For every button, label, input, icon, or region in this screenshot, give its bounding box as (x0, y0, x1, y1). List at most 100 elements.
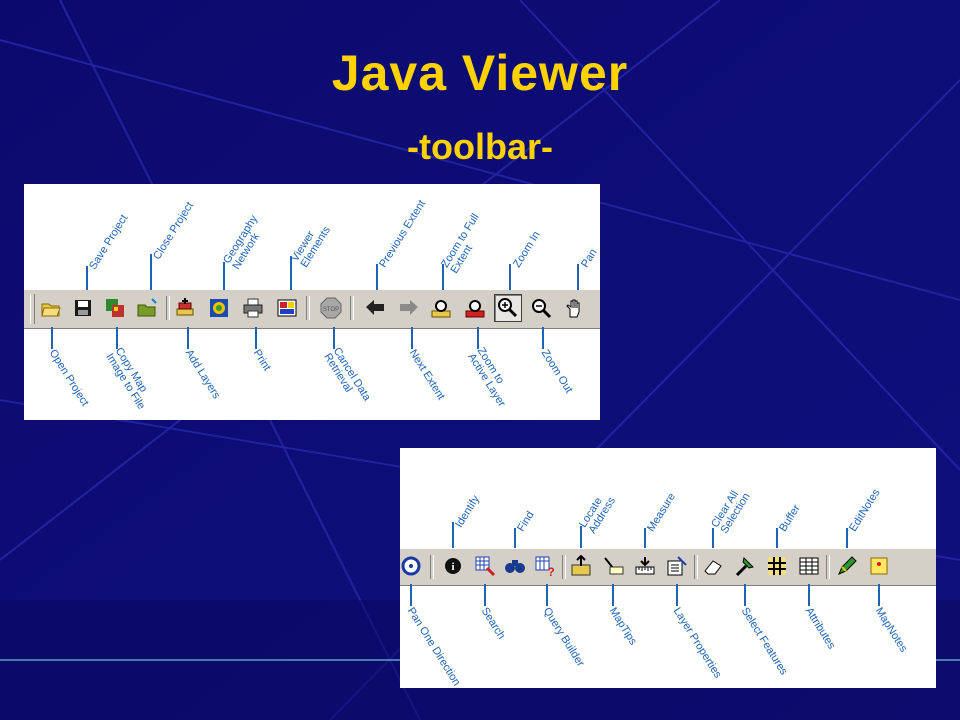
label-geography-network: Geography Network (221, 213, 270, 271)
viewer-elements-button[interactable] (276, 297, 298, 319)
pan-one-direction-button[interactable] (400, 555, 422, 577)
select-features-button[interactable] (734, 555, 756, 577)
measure-button[interactable] (634, 555, 656, 577)
toolbar-screenshot-1: STOP Sa (24, 184, 600, 420)
callout-line (644, 528, 646, 548)
svg-text:STOP: STOP (323, 307, 339, 313)
geography-network-button[interactable] (208, 297, 230, 319)
label-print: Print (250, 347, 273, 374)
toolbar-separator (694, 555, 698, 579)
maptips-button[interactable] (602, 555, 624, 577)
mapnotes-button[interactable] (868, 555, 890, 577)
add-layers-icon (176, 298, 194, 316)
callout-line (514, 528, 516, 548)
callout-line (484, 584, 486, 606)
zoom-active-layer-button[interactable] (464, 297, 486, 319)
copy-map-image-button[interactable] (104, 297, 126, 319)
label-clear-all-selection: Clear All Selection (709, 486, 752, 536)
callout-line (776, 528, 778, 548)
buffer-icon (768, 557, 786, 575)
callout-line (542, 327, 544, 349)
info-icon: i (445, 558, 461, 574)
label-mapnotes: MapNotes (872, 605, 910, 655)
toolbar-separator (430, 555, 434, 579)
add-layers-button[interactable] (174, 297, 196, 319)
callout-line (410, 584, 412, 606)
callout-line (580, 526, 582, 548)
printer-icon (243, 298, 263, 318)
label-query-builder: Query Builder (540, 605, 587, 669)
zoom-out-button[interactable] (530, 297, 552, 319)
callout-line (223, 262, 225, 290)
stop-sign-icon: STOP (320, 297, 342, 319)
callout-line (150, 254, 152, 290)
close-project-button[interactable] (136, 297, 158, 319)
page-subtitle: -toolbar- (407, 126, 553, 167)
label-copy-map-image: Copy Map Image to File (103, 345, 155, 411)
folder-close-icon (137, 298, 157, 317)
select-features-icon (735, 557, 754, 577)
callout-line (290, 256, 292, 290)
magnifier-minus-icon (532, 299, 552, 319)
cancel-data-retrieval-button[interactable]: STOP (320, 297, 342, 319)
locate-address-button[interactable] (570, 555, 592, 577)
magnifier-plus-icon (498, 298, 518, 318)
label-zoom-out: Zoom Out (538, 347, 575, 396)
callout-line (477, 327, 479, 349)
attributes-button[interactable] (798, 555, 820, 577)
label-select-features: Select Features (738, 605, 790, 678)
pan-button[interactable] (564, 297, 586, 319)
zoom-full-extent-icon (431, 300, 451, 318)
label-next-extent: Next Extent (406, 347, 447, 403)
label-previous-extent: Previous Extent (377, 198, 429, 270)
callout-line (376, 264, 378, 290)
next-extent-button[interactable] (398, 297, 420, 319)
label-zoom-active-layer: Zoom to Active Layer (465, 345, 516, 409)
locate-address-icon (571, 555, 591, 576)
callout-line (546, 584, 548, 606)
identify-button[interactable]: i (442, 555, 464, 577)
callout-line (187, 327, 189, 349)
find-button[interactable] (504, 555, 526, 577)
zoom-active-layer-icon (465, 300, 485, 318)
label-measure: Measure (645, 491, 679, 534)
table-icon (799, 557, 819, 575)
label-pan-one-direction: Pan One Direction (404, 605, 463, 688)
clear-all-selection-button[interactable] (702, 555, 724, 577)
print-button[interactable] (242, 297, 264, 319)
toolbar-separator (826, 555, 830, 579)
callout-line (808, 584, 810, 606)
search-button[interactable] (474, 555, 496, 577)
label-close-project: Close Project (151, 199, 196, 262)
folder-open-icon (41, 303, 61, 317)
label-buffer: Buffer (777, 502, 803, 534)
previous-extent-button[interactable] (364, 297, 386, 319)
callout-line (116, 327, 118, 349)
floppy-disk-icon (75, 300, 91, 316)
editnotes-button[interactable] (836, 555, 858, 577)
callout-line (744, 584, 746, 606)
note-icon (870, 557, 888, 575)
label-find: Find (515, 509, 537, 534)
query-icon: ? (535, 556, 555, 577)
pencil-icon (838, 556, 857, 575)
callout-line (452, 522, 454, 548)
label-zoom-in: Zoom In (511, 229, 543, 270)
layer-properties-button[interactable] (666, 555, 688, 577)
toolbar-separator (166, 296, 170, 320)
label-attributes: Attributes (802, 605, 838, 652)
query-builder-button[interactable]: ? (534, 555, 556, 577)
toolbar-separator (350, 296, 354, 320)
callout-line (878, 584, 880, 606)
callout-line (712, 528, 714, 548)
zoom-in-button[interactable] (494, 294, 522, 322)
save-project-button[interactable] (72, 297, 94, 319)
callout-line (577, 264, 579, 290)
toolbar-separator (306, 296, 310, 320)
maptips-icon (604, 557, 624, 575)
zoom-full-extent-button[interactable] (430, 297, 452, 319)
toolbar-grip[interactable] (30, 294, 35, 324)
open-project-button[interactable] (40, 297, 62, 319)
buffer-button[interactable] (766, 555, 788, 577)
copy-map-icon (106, 299, 124, 317)
